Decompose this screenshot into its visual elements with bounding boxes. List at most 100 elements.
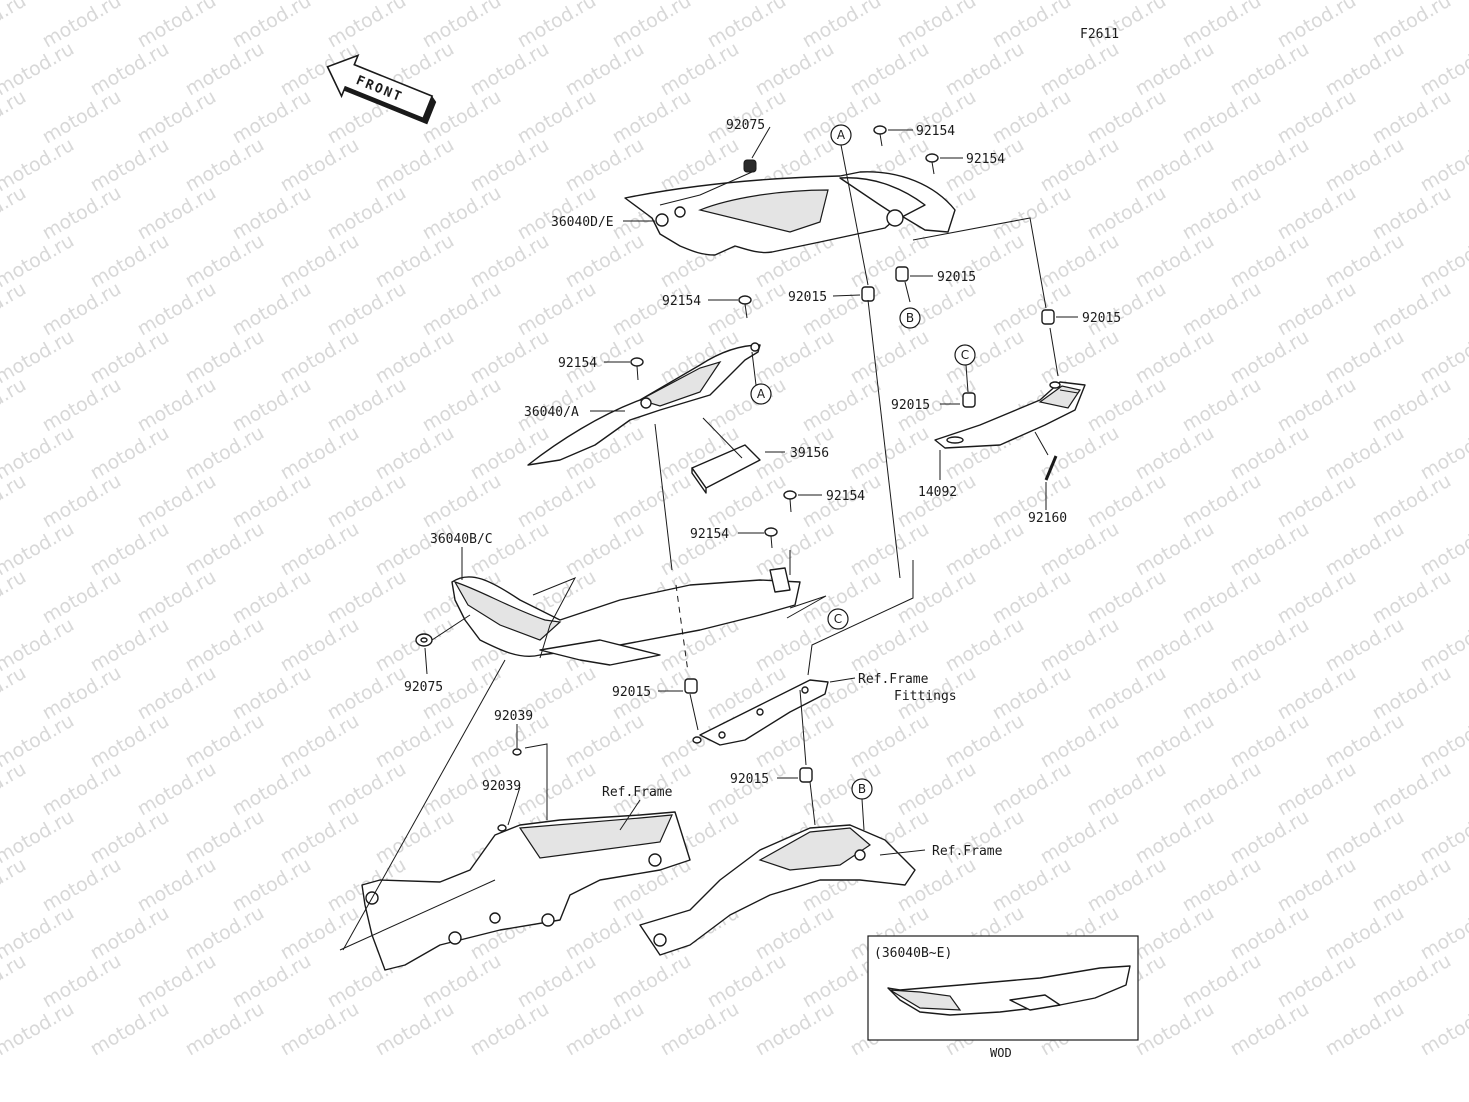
watermark-text: motod.ru — [87, 518, 173, 581]
watermark-text: motod.ru — [1369, 662, 1455, 725]
watermark-text: motod.ru — [514, 950, 600, 1013]
bolt-92154-a — [873, 125, 887, 147]
watermark-text: motod.ru — [39, 854, 125, 917]
watermark-text: motod.ru — [229, 278, 315, 341]
watermark-text: motod.ru — [39, 662, 125, 725]
label-92154-c: 92154 — [662, 294, 701, 309]
watermark-text: motod.ru — [39, 374, 125, 437]
watermark-text: motod.ru — [704, 950, 790, 1013]
watermark-text: motod.ru — [1417, 998, 1469, 1061]
watermark-text: motod.ru — [372, 230, 458, 293]
watermark-text: motod.ru — [134, 854, 220, 917]
watermark-text: motod.ru — [229, 374, 315, 437]
collar-92015-f — [799, 767, 813, 783]
watermark-text: motod.ru — [1084, 758, 1170, 821]
watermark-text: motod.ru — [1322, 902, 1408, 965]
watermark-text: motod.ru — [1274, 566, 1360, 629]
assembly-lines — [339, 217, 1059, 951]
watermark-text: motod.ru — [989, 566, 1075, 629]
watermark-text: motod.ru — [704, 0, 790, 52]
watermark-text: motod.ru — [182, 614, 268, 677]
frame-left-reference — [361, 811, 691, 971]
frame-fittings-reference — [692, 679, 829, 746]
label-36040de: 36040D/E — [551, 215, 614, 230]
watermark-text: motod.ru — [1322, 710, 1408, 773]
watermark-text: motod.ru — [894, 566, 980, 629]
watermark-text: motod.ru — [1084, 182, 1170, 245]
watermark-text: motod.ru — [1227, 998, 1313, 1061]
watermark-text: motod.ru — [372, 518, 458, 581]
watermark-text: motod.ru — [87, 902, 173, 965]
watermark-text: motod.ru — [609, 470, 695, 533]
watermark-text: motod.ru — [1132, 38, 1218, 101]
watermark-text: motod.ru — [1084, 470, 1170, 533]
watermark-text: motod.ru — [609, 86, 695, 149]
watermark-text: motod.ru — [1369, 374, 1455, 437]
watermark-text: motod.ru — [134, 758, 220, 821]
watermark-text: motod.ru — [467, 38, 553, 101]
watermark-text: motod.ru — [0, 998, 78, 1061]
watermark-text: motod.ru — [1179, 86, 1265, 149]
watermark-text: motod.ru — [1227, 134, 1313, 197]
svg-text:A: A — [837, 128, 846, 142]
watermark-text: motod.ru — [134, 662, 220, 725]
label-92154-f: 92154 — [690, 527, 729, 542]
watermark-text: motod.ru — [1227, 422, 1313, 485]
watermark-text: motod.ru — [0, 278, 30, 341]
watermark-text: motod.ru — [182, 998, 268, 1061]
watermark-text: motod.ru — [1274, 950, 1360, 1013]
watermark-text: motod.ru — [1084, 278, 1170, 341]
watermark-text: motod.ru — [419, 0, 505, 52]
watermark-text: motod.ru — [134, 86, 220, 149]
watermark-text: motod.ru — [1037, 230, 1123, 293]
watermark-text: motod.ru — [562, 230, 648, 293]
watermark-text: motod.ru — [324, 374, 410, 437]
watermark-text: motod.ru — [372, 998, 458, 1061]
label-92154-b: 92154 — [966, 152, 1005, 167]
watermark-text: motod.ru — [1132, 422, 1218, 485]
watermark-text: motod.ru — [87, 38, 173, 101]
svg-text:A: A — [757, 387, 766, 401]
watermark-text: motod.ru — [324, 566, 410, 629]
watermark-text: motod.ru — [134, 470, 220, 533]
label-92015-c: 92015 — [1082, 311, 1121, 326]
watermark-text: motod.ru — [894, 758, 980, 821]
leader-lines — [424, 126, 1079, 856]
watermark-text: motod.ru — [1037, 518, 1123, 581]
watermark-text: motod.ru — [277, 902, 363, 965]
watermark-text: motod.ru — [229, 470, 315, 533]
label-14092: 14092 — [918, 485, 957, 500]
label-92160: 92160 — [1028, 511, 1067, 526]
watermark-text: motod.ru — [1179, 854, 1265, 917]
watermark-text: motod.ru — [277, 710, 363, 773]
inset-cover-part — [887, 965, 1131, 1016]
watermark-text: motod.ru — [1037, 614, 1123, 677]
watermark-text: motod.ru — [1274, 0, 1360, 52]
watermark-text: motod.ru — [277, 614, 363, 677]
watermark-text: motod.ru — [1179, 374, 1265, 437]
watermark-text: motod.ru — [1369, 854, 1455, 917]
watermark-text: motod.ru — [942, 518, 1028, 581]
watermark-text: motod.ru — [799, 374, 885, 437]
watermark-text: motod.ru — [1274, 854, 1360, 917]
watermark-text: motod.ru — [1369, 278, 1455, 341]
screw-92039-b — [497, 824, 507, 832]
label-92075-left: 92075 — [404, 680, 443, 695]
watermark-text: motod.ru — [0, 854, 30, 917]
watermark-text: motod.ru — [419, 470, 505, 533]
watermark-text: motod.ru — [1132, 710, 1218, 773]
watermark-text: motod.ru — [39, 182, 125, 245]
watermark-text: motod.ru — [134, 566, 220, 629]
svg-text:C: C — [834, 612, 842, 626]
watermark-text: motod.ru — [989, 0, 1075, 52]
watermark-text: motod.ru — [182, 710, 268, 773]
watermark-text: motod.ru — [1227, 518, 1313, 581]
watermark-text: motod.ru — [229, 950, 315, 1013]
watermark-text: motod.ru — [1369, 758, 1455, 821]
watermark-text: motod.ru — [1227, 806, 1313, 869]
watermark-text: motod.ru — [1084, 374, 1170, 437]
watermark-text: motod.ru — [1274, 182, 1360, 245]
label-92154-a: 92154 — [916, 124, 955, 139]
bolt-92154-e — [783, 490, 797, 513]
watermark-text: motod.ru — [562, 998, 648, 1061]
